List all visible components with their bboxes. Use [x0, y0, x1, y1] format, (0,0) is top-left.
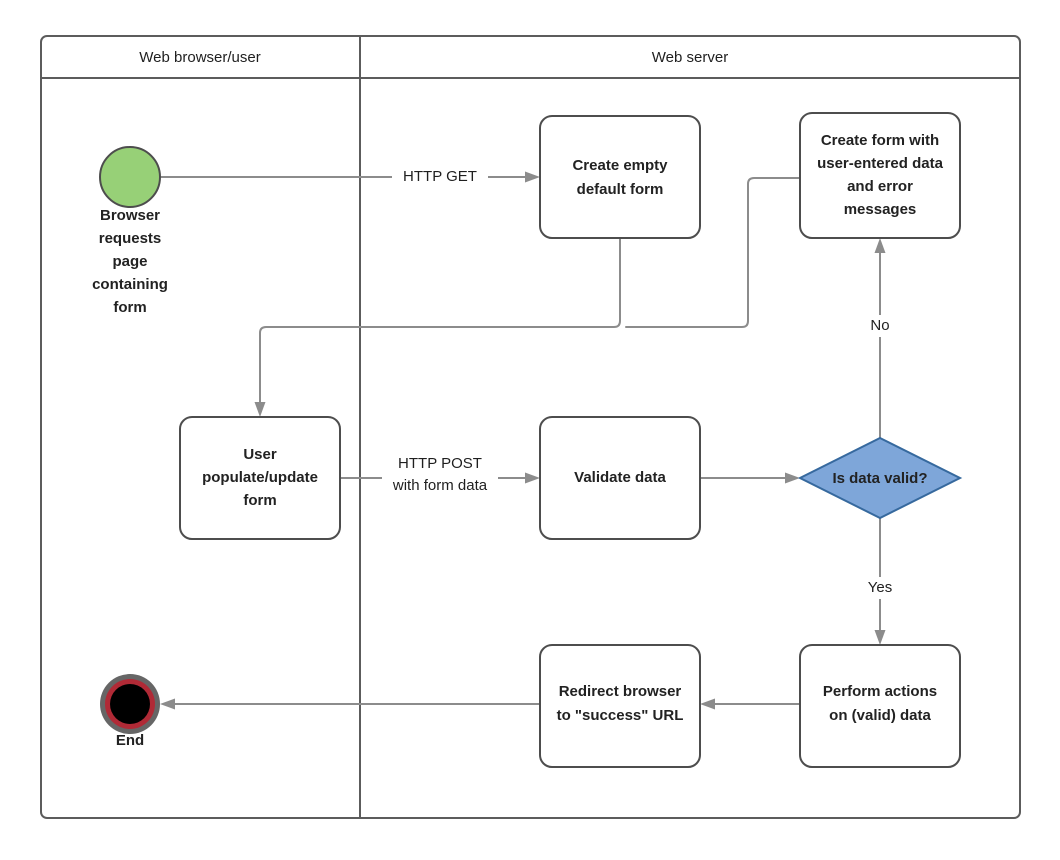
- lane-header-server: Web server: [652, 49, 728, 66]
- arrowhead-icon: [785, 472, 800, 484]
- edge-label-backdrop: [392, 166, 488, 188]
- arrowhead-icon: [160, 698, 175, 710]
- node-label-line-3: and error: [847, 178, 913, 195]
- node-label-line-1: Redirect browser: [559, 683, 682, 700]
- node-is-data-valid-decision[interactable]: Is data valid?: [797, 436, 963, 520]
- node-label-line-2: user-entered data: [817, 155, 944, 172]
- arrowhead-icon: [874, 238, 886, 253]
- node-shape[interactable]: [799, 112, 961, 239]
- node-label-line-1: Validate data: [574, 469, 666, 486]
- node-shape[interactable]: [799, 644, 961, 768]
- start-caption-line-2: requests: [99, 230, 162, 247]
- node-label-line-2: default form: [577, 181, 664, 198]
- node-label-line-3: form: [243, 492, 276, 509]
- node-label-line-1: Is data valid?: [832, 470, 927, 487]
- edge-decision-yes-to-perform: Yes: [858, 517, 902, 645]
- edge-label-backdrop: [382, 452, 498, 496]
- node-shape[interactable]: [797, 436, 963, 520]
- node-end[interactable]: End: [100, 674, 160, 749]
- node-shape[interactable]: [539, 115, 701, 239]
- node-shape[interactable]: [539, 416, 701, 540]
- start-circle-icon[interactable]: [99, 146, 161, 208]
- start-caption-line-3: page: [112, 253, 147, 270]
- arrowhead-icon: [254, 402, 266, 417]
- edge-line: [625, 177, 801, 328]
- edge-redirect-to-end: [160, 698, 541, 710]
- node-create-form-with-errors[interactable]: Create form with user-entered data and e…: [799, 112, 961, 239]
- edge-start-to-create-empty: HTTP GET: [159, 166, 540, 188]
- lane-title-server: Web server: [652, 49, 728, 66]
- node-label-line-1: Create form with: [821, 132, 939, 149]
- edge-create-errors-to-populate: [625, 177, 801, 328]
- edge-label-http-post-line1: HTTP POST: [398, 455, 482, 472]
- start-caption-line-5: form: [113, 299, 146, 316]
- swimlane-frame: [40, 35, 1021, 819]
- edge-label-http-post-line2: with form data: [392, 477, 488, 494]
- node-user-populate-update-form[interactable]: User populate/update form: [179, 416, 341, 540]
- node-create-empty-default-form[interactable]: Create empty default form: [539, 115, 701, 239]
- pool-outline: [40, 35, 1021, 819]
- node-label-line-1: User: [243, 446, 277, 463]
- edge-label-no: No: [870, 317, 889, 334]
- lane-title-browser: Web browser/user: [139, 49, 260, 66]
- edge-label-backdrop: [858, 577, 902, 599]
- arrowhead-icon: [874, 630, 886, 645]
- node-label-line-2: to "success" URL: [557, 707, 684, 724]
- arrowhead-icon: [525, 472, 540, 484]
- node-start[interactable]: Browser requests page containing form: [92, 146, 168, 316]
- node-label-line-2: populate/update: [202, 469, 318, 486]
- edge-decision-no-to-create-errors: No: [860, 238, 900, 439]
- node-shape[interactable]: [179, 416, 341, 540]
- end-center-icon: [110, 684, 150, 724]
- end-caption: End: [116, 732, 144, 749]
- node-label-line-1: Create empty: [572, 157, 668, 174]
- arrowhead-icon: [525, 171, 540, 183]
- edge-populate-to-validate: HTTP POST with form data: [339, 452, 540, 496]
- node-shape[interactable]: [539, 644, 701, 768]
- node-perform-actions[interactable]: Perform actions on (valid) data: [799, 644, 961, 768]
- edge-line: [259, 237, 621, 405]
- node-label-line-2: on (valid) data: [829, 707, 931, 724]
- edge-create-empty-to-populate: [254, 237, 621, 417]
- edge-label-yes: Yes: [868, 579, 892, 596]
- start-caption-line-4: containing: [92, 276, 168, 293]
- arrowhead-icon: [700, 698, 715, 710]
- node-validate-data[interactable]: Validate data: [539, 416, 701, 540]
- start-caption-line-1: Browser: [100, 207, 160, 224]
- node-label-line-4: messages: [844, 201, 917, 218]
- edge-perform-to-redirect: [700, 698, 801, 710]
- lane-header-browser: Web browser/user: [139, 49, 260, 66]
- node-redirect-browser[interactable]: Redirect browser to "success" URL: [539, 644, 701, 768]
- edge-label-http-get: HTTP GET: [403, 168, 477, 185]
- node-label-line-1: Perform actions: [823, 683, 937, 700]
- edge-label-backdrop: [860, 315, 900, 337]
- edge-validate-to-decision: [699, 472, 800, 484]
